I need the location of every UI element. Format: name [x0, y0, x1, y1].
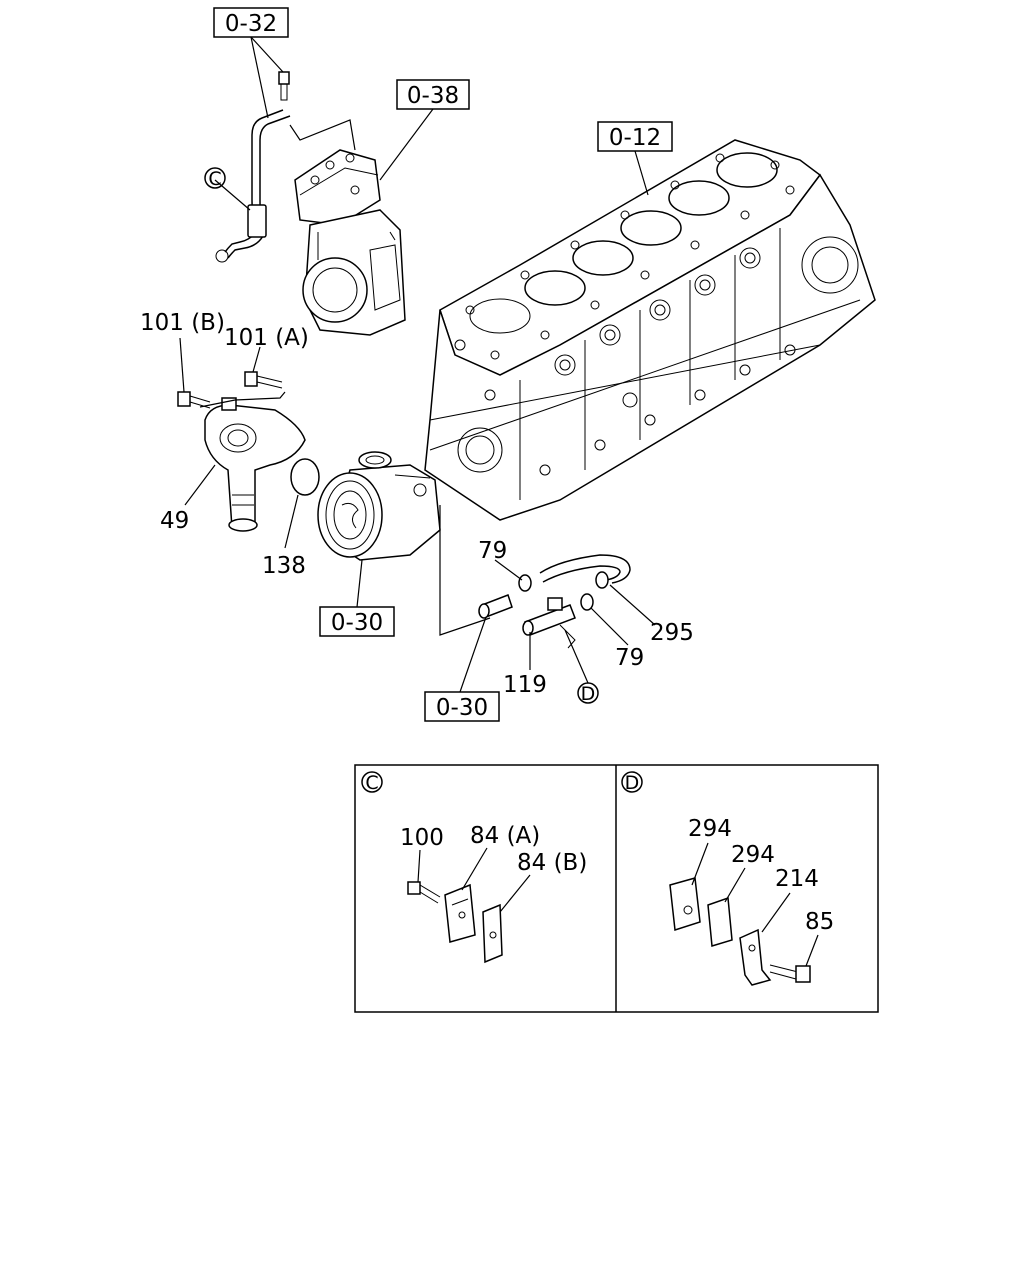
label-119: 119 — [503, 672, 547, 698]
label-101b: 101 (B) — [140, 310, 225, 336]
label-138: 138 — [262, 553, 306, 579]
cylinder-bores — [469, 152, 778, 334]
leader-lines — [179, 36, 656, 693]
compressor-pipe — [215, 71, 356, 263]
label-100: 100 — [400, 825, 444, 851]
ref-0-32: 0-32 — [213, 7, 289, 38]
label-101a: 101 (A) — [224, 325, 309, 351]
air-compressor — [294, 149, 406, 336]
svg-text:D: D — [581, 683, 596, 705]
svg-text:0-12: 0-12 — [609, 125, 661, 151]
svg-text:0-30: 0-30 — [436, 695, 488, 721]
water-pump — [317, 451, 441, 561]
engine-block — [424, 139, 876, 521]
label-49: 49 — [160, 508, 189, 534]
ref-0-12: 0-12 — [597, 121, 673, 152]
label-294-b: 294 — [731, 842, 775, 868]
svg-text:0-30: 0-30 — [331, 610, 383, 636]
label-294-a: 294 — [688, 816, 732, 842]
ref-0-30-fitting: 0-30 — [424, 691, 500, 722]
part-labels: 101 (B) 101 (A) 49 138 79 295 79 119 — [140, 310, 694, 698]
detail-c: C 100 84 (A) 84 (B) — [361, 771, 587, 964]
label-79-left: 79 — [478, 538, 507, 564]
callout-d: D — [577, 682, 599, 705]
thermostat-housing — [177, 371, 306, 532]
ref-0-30-pump: 0-30 — [319, 606, 395, 637]
detail-d: D 294 294 214 85 — [621, 771, 834, 986]
label-85: 85 — [805, 909, 834, 935]
svg-text:C: C — [365, 772, 378, 794]
o-ring — [290, 458, 320, 496]
label-295: 295 — [650, 620, 694, 646]
label-214: 214 — [775, 866, 819, 892]
detail-panel: C 100 84 (A) 84 (B) D — [354, 764, 879, 1013]
ref-0-38: 0-38 — [396, 79, 470, 110]
svg-text:D: D — [625, 772, 640, 794]
bypass-hose — [478, 554, 631, 649]
label-79-right: 79 — [615, 645, 644, 671]
callout-c: C — [204, 167, 226, 190]
label-84a: 84 (A) — [470, 823, 540, 849]
svg-text:0-32: 0-32 — [225, 11, 277, 37]
svg-text:C: C — [208, 168, 221, 190]
svg-text:0-38: 0-38 — [407, 83, 459, 109]
label-84b: 84 (B) — [517, 850, 587, 876]
